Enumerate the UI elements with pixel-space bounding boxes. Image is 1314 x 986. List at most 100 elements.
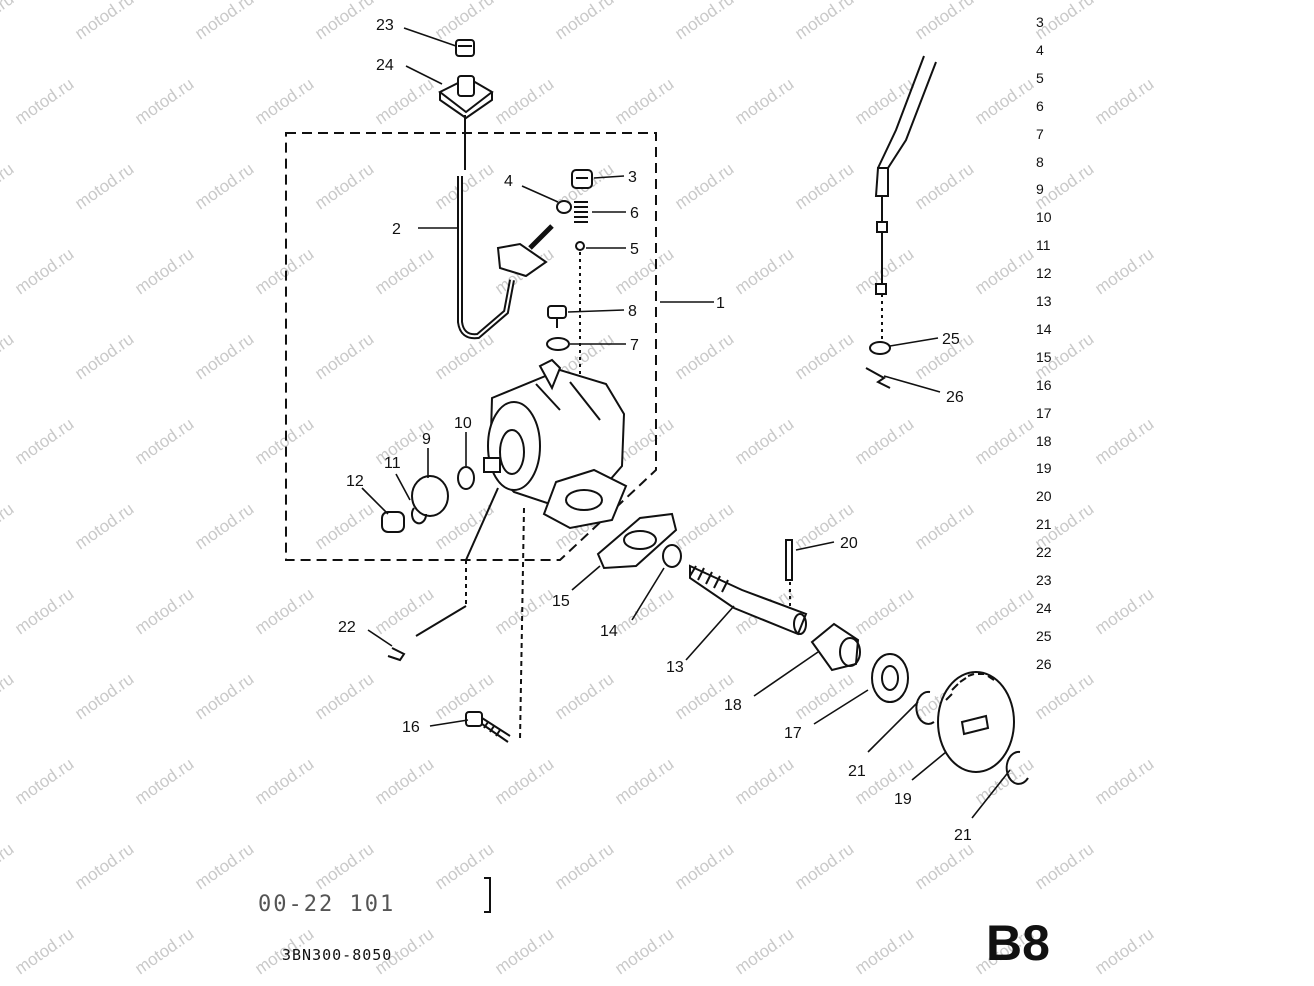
part-14-oring — [662, 544, 682, 568]
watermark-text: motod.ru — [251, 754, 317, 808]
callout-14: 14 — [600, 623, 618, 640]
watermark-text: motod.ru — [131, 414, 197, 468]
part-17-bearing — [871, 653, 909, 703]
row-number: 14 — [1036, 320, 1052, 337]
watermark-text: motod.ru — [731, 74, 797, 128]
watermark-text: motod.ru — [71, 839, 137, 893]
watermark-text: motod.ru — [71, 159, 137, 213]
part-20-pin — [785, 539, 793, 581]
watermark-text: motod.ru — [0, 159, 17, 213]
callout-2: 2 — [392, 221, 401, 238]
watermark-text: motod.ru — [671, 0, 737, 43]
callout-20: 20 — [840, 535, 858, 552]
callout-9: 9 — [422, 431, 431, 448]
watermark-text: motod.ru — [131, 754, 197, 808]
callout-16: 16 — [402, 719, 420, 736]
row-number: 6 — [1036, 97, 1044, 114]
watermark-text: motod.ru — [1091, 244, 1157, 298]
row-number: 12 — [1036, 265, 1052, 282]
watermark-text: motod.ru — [971, 244, 1037, 298]
row-number: 8 — [1036, 153, 1044, 170]
watermark-text: motod.ru — [791, 0, 857, 43]
watermark-text: motod.ru — [0, 839, 17, 893]
watermark-text: motod.ru — [191, 0, 257, 43]
callout-1: 1 — [716, 295, 725, 312]
watermark-text: motod.ru — [911, 0, 977, 43]
row-number: 23 — [1036, 572, 1052, 588]
watermark-text: motod.ru — [971, 584, 1037, 638]
watermark-text: motod.ru — [971, 74, 1037, 128]
callout-3: 3 — [628, 169, 637, 186]
watermark-text: motod.ru — [791, 669, 857, 723]
row-number: 26 — [1036, 655, 1052, 672]
callout-10: 10 — [454, 415, 472, 432]
callout-19: 19 — [894, 791, 912, 808]
watermark-text: motod.ru — [671, 499, 737, 553]
watermark-text: motod.ru — [11, 924, 77, 978]
watermark-text: motod.ru — [1091, 754, 1157, 808]
axis-guide-5 — [465, 487, 499, 561]
watermark-text: motod.ru — [731, 924, 797, 978]
row-number: 20 — [1036, 488, 1052, 505]
watermark-text: motod.ru — [11, 244, 77, 298]
part-22-clip — [387, 647, 406, 662]
row-number: 13 — [1036, 293, 1052, 309]
row-number: 25 — [1036, 627, 1052, 644]
watermark-text: motod.ru — [551, 0, 617, 43]
callout-25: 25 — [942, 331, 960, 348]
part-19-gear — [937, 671, 1015, 773]
watermark-text: motod.ru — [1091, 414, 1157, 468]
part-25-washer — [869, 341, 891, 355]
watermark-text: motod.ru — [71, 669, 137, 723]
watermark-text: motod.ru — [671, 329, 737, 383]
callout-22: 22 — [338, 619, 356, 636]
watermark-text: motod.ru — [131, 924, 197, 978]
watermark-text: motod.ru — [671, 159, 737, 213]
watermark-text: motod.ru — [611, 754, 677, 808]
part-10-washer — [457, 466, 475, 490]
row-number: 4 — [1036, 41, 1044, 58]
part-3-bleed-cap — [571, 169, 593, 189]
watermark-text: motod.ru — [971, 414, 1037, 468]
axis-guide-6 — [519, 507, 525, 741]
callout-13: 13 — [666, 659, 684, 676]
watermark-text: motod.ru — [131, 584, 197, 638]
watermark-text: motod.ru — [791, 839, 857, 893]
watermark-text: motod.ru — [191, 159, 257, 213]
watermark-text: motod.ru — [0, 329, 17, 383]
watermark-text: motod.ru — [551, 839, 617, 893]
callout-18: 18 — [724, 697, 742, 714]
watermark-text: motod.ru — [731, 754, 797, 808]
watermark-text: motod.ru — [11, 74, 77, 128]
watermark-text: motod.ru — [791, 159, 857, 213]
watermark-text: motod.ru — [491, 584, 557, 638]
watermark-text: motod.ru — [251, 414, 317, 468]
watermark-text: motod.ru — [191, 669, 257, 723]
watermark-text: motod.ru — [491, 754, 557, 808]
part-16-bolt — [465, 711, 511, 743]
watermark-text: motod.ru — [611, 244, 677, 298]
watermark-text: motod.ru — [611, 924, 677, 978]
watermark-text: motod.ru — [311, 669, 377, 723]
callout-21-a: 21 — [848, 763, 866, 780]
watermark-text: motod.ru — [311, 0, 377, 43]
row-number: 16 — [1036, 376, 1052, 393]
watermark-text: motod.ru — [1091, 924, 1157, 978]
part-7-washer — [546, 337, 570, 351]
watermark-text: motod.ru — [71, 329, 137, 383]
row-number: 11 — [1036, 237, 1051, 254]
part-12-nut — [381, 511, 405, 533]
row-number: 5 — [1036, 69, 1044, 86]
part-6-spring — [574, 201, 588, 223]
row-number: 19 — [1036, 460, 1052, 477]
watermark-text: motod.ru — [1091, 74, 1157, 128]
watermark-text: motod.ru — [431, 0, 497, 43]
watermark-text: motod.ru — [71, 499, 137, 553]
row-number: 17 — [1036, 404, 1052, 421]
watermark-text: motod.ru — [191, 839, 257, 893]
part-code: 3BN300-8050 — [282, 946, 393, 964]
part-11-clip — [411, 507, 428, 525]
watermark-text: motod.ru — [1031, 669, 1097, 723]
watermark-text: motod.ru — [1091, 584, 1157, 638]
